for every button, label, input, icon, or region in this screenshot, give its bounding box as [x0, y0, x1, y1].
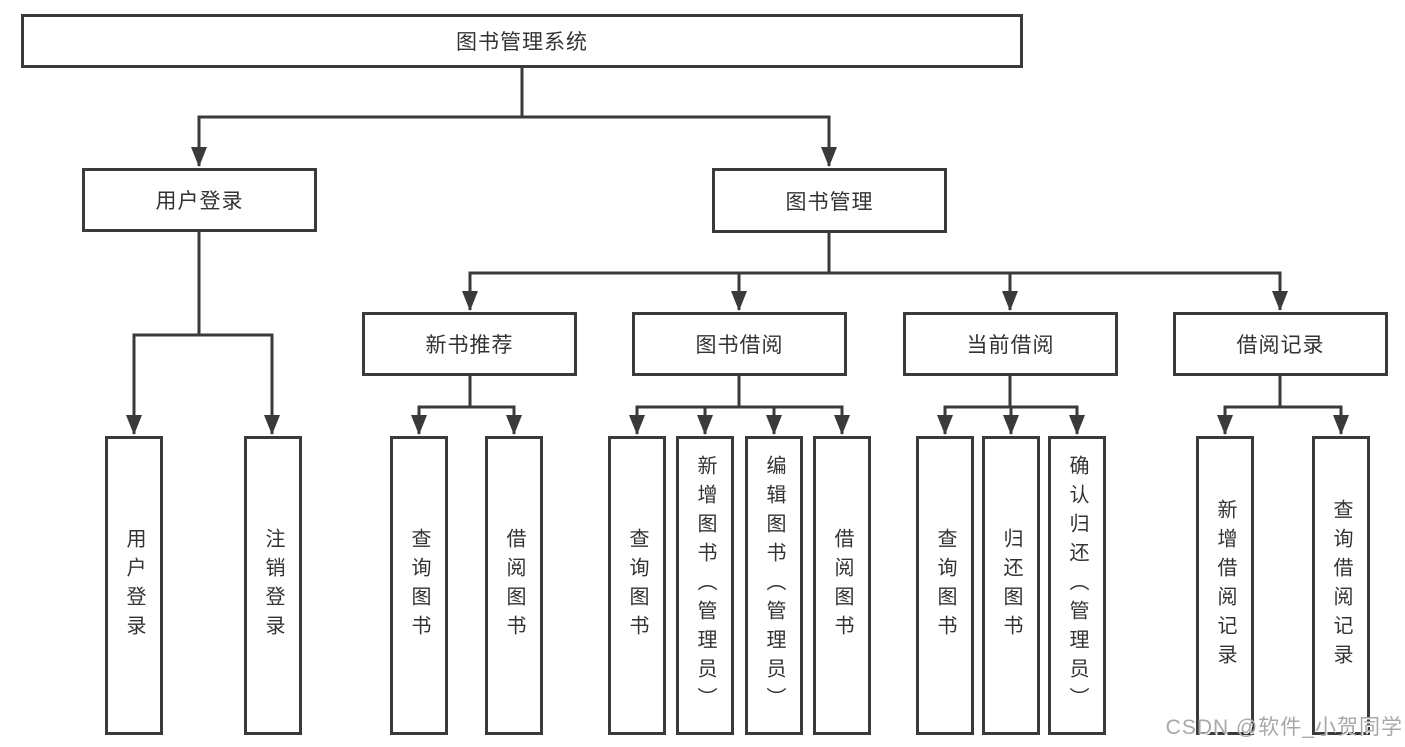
node-label: 查询借阅记录: [1330, 498, 1352, 673]
node-root-system: 图书管理系统: [21, 14, 1023, 68]
node-new-book-recommend: 新书推荐: [362, 312, 577, 376]
node-label: 编辑图书（管理员）: [763, 455, 785, 716]
node-label: 查询图书: [408, 527, 430, 644]
node-label: 用户登录: [123, 527, 145, 644]
leaf-query-books-borrow: 查询图书: [608, 436, 666, 735]
node-borrow-record: 借阅记录: [1173, 312, 1388, 376]
leaf-add-books-admin: 新增图书（管理员）: [676, 436, 734, 735]
leaf-logout: 注销登录: [244, 436, 302, 735]
node-book-borrow: 图书借阅: [632, 312, 847, 376]
node-label: 当前借阅: [966, 334, 1055, 357]
node-label: 新书推荐: [425, 334, 514, 357]
node-label: 新增图书（管理员）: [694, 455, 716, 716]
node-label: 借阅图书: [831, 527, 853, 644]
node-label: 查询图书: [626, 527, 648, 644]
csdn-watermark: CSDN @软件_小贺同学: [1165, 716, 1403, 739]
node-label: 注销登录: [262, 527, 284, 644]
leaf-add-borrow-record: 新增借阅记录: [1196, 436, 1254, 735]
node-label: 借阅记录: [1236, 334, 1325, 357]
node-label: 图书管理: [785, 190, 874, 214]
leaf-user-login: 用户登录: [105, 436, 163, 735]
leaf-borrow-books-recommend: 借阅图书: [485, 436, 543, 735]
node-label: 图书借阅: [695, 334, 784, 357]
node-user-login: 用户登录: [82, 168, 317, 232]
node-label: 确认归还（管理员）: [1066, 455, 1088, 716]
leaf-query-books-current: 查询图书: [916, 436, 974, 735]
node-label: 查询图书: [934, 527, 956, 644]
leaf-query-books-recommend: 查询图书: [390, 436, 448, 735]
node-label: 归还图书: [1000, 527, 1022, 644]
leaf-confirm-return-admin: 确认归还（管理员）: [1048, 436, 1106, 735]
leaf-borrow-books: 借阅图书: [813, 436, 871, 735]
leaf-edit-books-admin: 编辑图书（管理员）: [745, 436, 803, 735]
node-book-management: 图书管理: [712, 168, 947, 233]
node-current-borrow: 当前借阅: [903, 312, 1118, 376]
leaf-return-books: 归还图书: [982, 436, 1040, 735]
node-label: 图书管理系统: [456, 31, 588, 54]
node-label: 用户登录: [155, 190, 244, 213]
leaf-query-borrow-record: 查询借阅记录: [1312, 436, 1370, 735]
node-label: 新增借阅记录: [1214, 498, 1236, 673]
node-label: 借阅图书: [503, 527, 525, 644]
